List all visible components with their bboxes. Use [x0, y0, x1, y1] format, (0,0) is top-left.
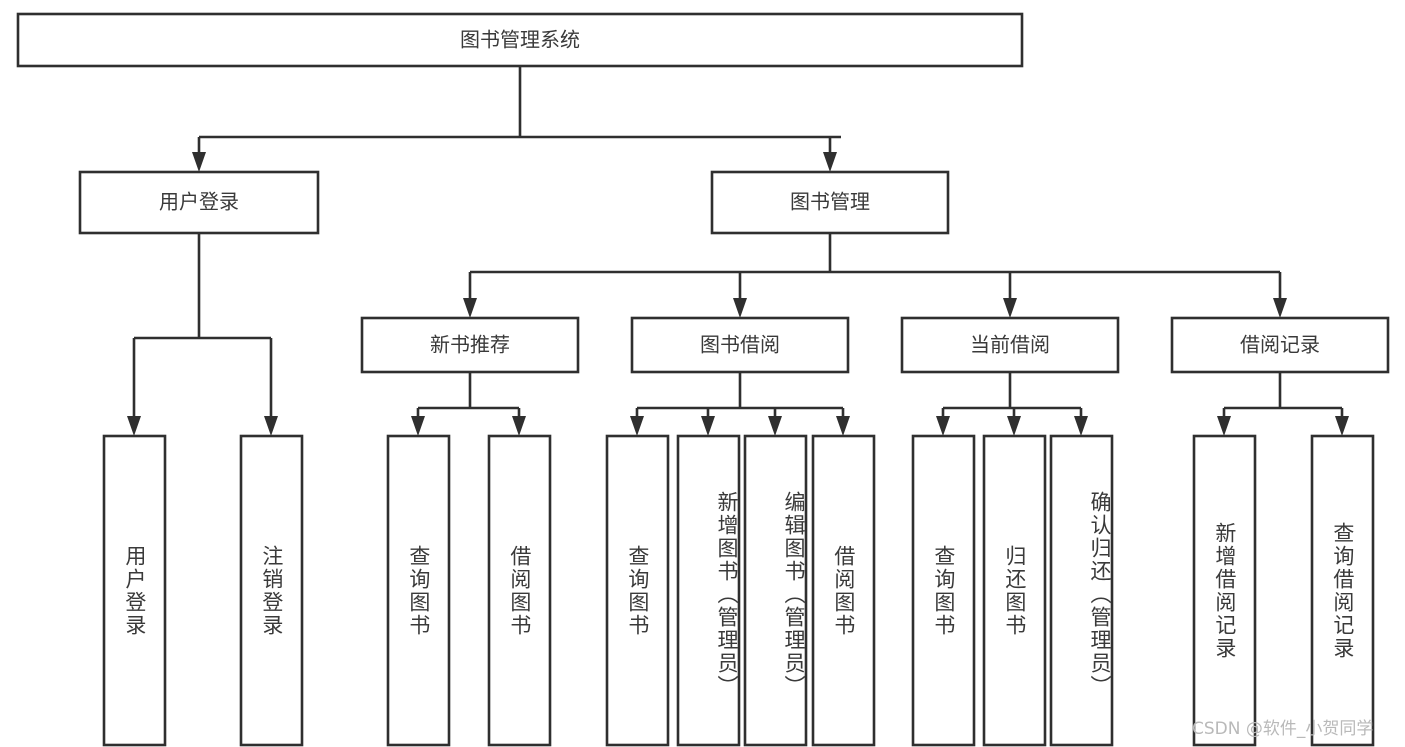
- node-new-book-recommend[interactable]: 新书推荐: [360, 316, 580, 374]
- node-user-login[interactable]: 用户登录: [78, 170, 320, 235]
- node-borrow-record-label: 借阅记录: [1240, 333, 1320, 357]
- node-current-borrow-box[interactable]: [900, 316, 1120, 374]
- node-borrow-record-box[interactable]: [1170, 316, 1390, 374]
- arrowhead-to-leaf-add-borrow-record: [1217, 416, 1231, 436]
- node-root[interactable]: 图书管理系统: [16, 12, 1024, 68]
- arrowhead-to-current-borrow: [1003, 298, 1017, 318]
- arrowhead-to-leaf-add-book-admin: [701, 416, 715, 436]
- connector-user-login-trunk: [132, 233, 273, 422]
- arrowhead-to-leaf-logout: [264, 416, 278, 436]
- leaf-borrow-book-recommend-box[interactable]: [487, 434, 552, 747]
- leaf-add-book-admin-box[interactable]: [676, 434, 741, 747]
- node-current-borrow[interactable]: 当前借阅: [900, 316, 1120, 374]
- arrowhead-to-leaf-return-book: [1007, 416, 1021, 436]
- node-borrow-record[interactable]: 借阅记录: [1170, 316, 1390, 374]
- leaf-user-login-box[interactable]: [102, 434, 167, 747]
- node-root-label: 图书管理系统: [460, 28, 580, 52]
- leaf-edit-book-admin-box[interactable]: [743, 434, 808, 747]
- node-book-borrow-label: 图书借阅: [700, 333, 780, 357]
- node-book-manage-box[interactable]: [710, 170, 950, 235]
- node-book-borrow-box[interactable]: [630, 316, 850, 374]
- arrowhead-to-leaf-confirm-return-admin: [1074, 416, 1088, 436]
- leaf-add-borrow-record-box[interactable]: [1192, 434, 1257, 747]
- node-current-borrow-label: 当前借阅: [970, 333, 1050, 357]
- node-user-login-box[interactable]: [78, 170, 320, 235]
- arrowhead-to-leaf-query-book-recommend: [411, 416, 425, 436]
- leaf-return-book-box[interactable]: [982, 434, 1047, 747]
- arrowhead-to-new-book-recommend: [463, 298, 477, 318]
- leaf-borrow-book-box[interactable]: [811, 434, 876, 747]
- node-root-box[interactable]: [16, 12, 1024, 68]
- leaf-confirm-return-admin-box[interactable]: [1049, 434, 1114, 747]
- arrowhead-to-leaf-query-book-current: [936, 416, 950, 436]
- arrowhead-to-leaf-borrow-book: [836, 416, 850, 436]
- leaf-query-book-recommend-box[interactable]: [386, 434, 451, 747]
- arrowhead-to-book-borrow: [733, 298, 747, 318]
- arrowhead-to-user-login: [192, 152, 206, 172]
- leaf-query-borrow-record-box[interactable]: [1310, 434, 1375, 747]
- arrowhead-to-leaf-borrow-book-recommend: [512, 416, 526, 436]
- connector-borrow-record-trunk: [1222, 372, 1344, 422]
- arrowhead-to-leaf-edit-book-admin: [768, 416, 782, 436]
- connector-book-manage-trunk: [468, 233, 1282, 304]
- node-book-manage-label: 图书管理: [790, 190, 870, 214]
- connector-book-borrow-trunk: [635, 372, 845, 422]
- node-new-book-recommend-label: 新书推荐: [430, 333, 510, 357]
- leaf-logout-box[interactable]: [239, 434, 304, 747]
- arrowhead-to-leaf-user-login: [127, 416, 141, 436]
- connector-root-trunk: [197, 66, 841, 158]
- node-user-login-label: 用户登录: [159, 190, 239, 214]
- node-book-borrow[interactable]: 图书借阅: [630, 316, 850, 374]
- leaf-query-book-current-box[interactable]: [911, 434, 976, 747]
- connector-current-borrow-trunk: [941, 372, 1083, 422]
- connector-new-book-recommend-trunk: [416, 372, 521, 422]
- arrowhead-to-leaf-query-book-borrow: [630, 416, 644, 436]
- node-book-manage[interactable]: 图书管理: [710, 170, 950, 235]
- connectors-group: [127, 66, 1349, 436]
- arrowhead-to-leaf-query-borrow-record: [1335, 416, 1349, 436]
- arrowhead-to-borrow-record: [1273, 298, 1287, 318]
- arrowhead-to-book-manage: [823, 152, 837, 172]
- leaf-boxes-group: [102, 434, 1375, 747]
- watermark-text: CSDN @软件_小贺同学: [1192, 719, 1374, 739]
- node-new-book-recommend-box[interactable]: [360, 316, 580, 374]
- leaf-query-book-borrow-box[interactable]: [605, 434, 670, 747]
